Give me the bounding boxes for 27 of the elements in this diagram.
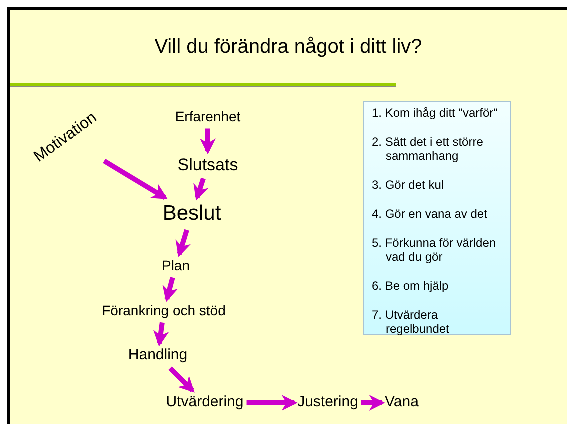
- arrow: [361, 395, 386, 411]
- arrow: [200, 128, 216, 155]
- arrow: [246, 395, 298, 411]
- tip-item: 2. Sätt det i ett större sammanhang: [372, 135, 484, 163]
- tip-item: 7. Utvärdera regelbundet: [372, 308, 450, 336]
- step-label: Justering: [298, 394, 358, 412]
- step-label: Plan: [162, 257, 190, 275]
- arrow: [162, 277, 178, 302]
- step-label: Förankring och stöd: [102, 302, 226, 320]
- tip-item: 3. Gör det kul: [372, 178, 446, 192]
- step-label: Utvärdering: [166, 394, 244, 412]
- tips-panel: [363, 101, 511, 335]
- tip-item: 4. Gör en vana av det: [372, 207, 488, 221]
- arrow: [194, 178, 209, 201]
- step-label: Erfarenhet: [175, 108, 241, 126]
- arrow: [103, 159, 168, 200]
- step-label: Beslut: [162, 200, 222, 228]
- step-label: Vana: [385, 394, 419, 412]
- arrow: [176, 229, 192, 258]
- tip-item: 1. Kom ihåg ditt "varför": [372, 106, 499, 120]
- tip-item: 6. Be om hjälp: [372, 279, 450, 293]
- step-label: Handling: [128, 346, 188, 366]
- arrow: [168, 366, 195, 393]
- title: Vill du förändra något i ditt liv?: [154, 35, 424, 60]
- arrow: [153, 322, 170, 347]
- step-label: Slutsats: [178, 154, 238, 176]
- tip-item: 5. Förkunna för världen vad du gör: [372, 236, 498, 264]
